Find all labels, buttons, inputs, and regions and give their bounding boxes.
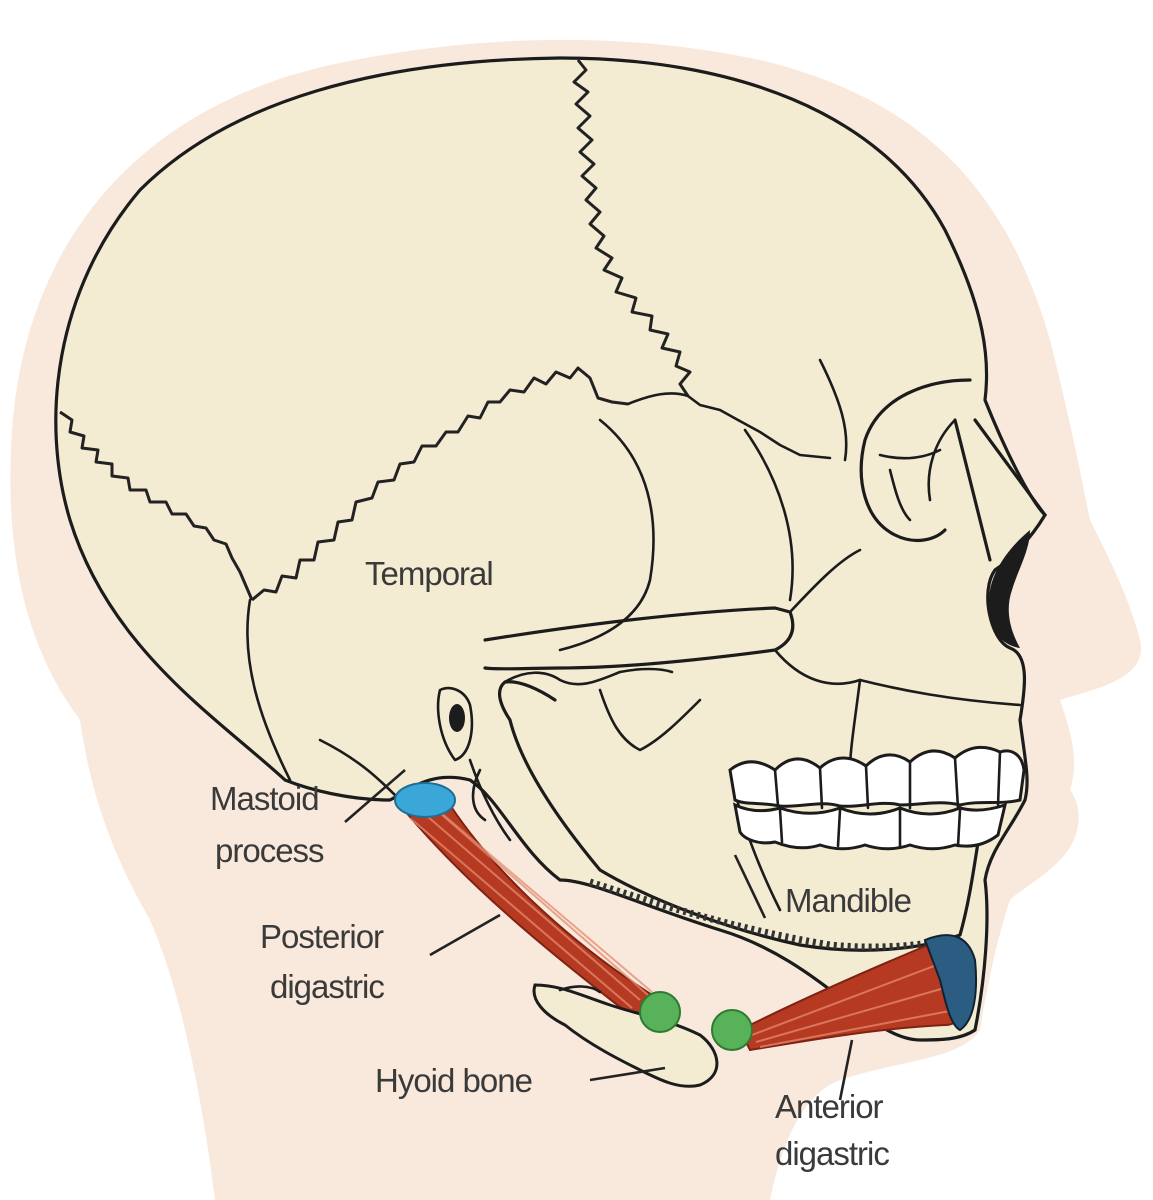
posterior-leader bbox=[429, 913, 501, 957]
teeth bbox=[728, 745, 1026, 851]
mandible bbox=[497, 680, 982, 952]
label-mastoid-1: Mastoid bbox=[210, 780, 319, 817]
hyoid-tendon-loop-left bbox=[639, 991, 681, 1033]
label-anterior-2: digastric bbox=[775, 1135, 889, 1172]
ear-canal bbox=[449, 704, 465, 732]
external-auditory-meatus bbox=[436, 686, 474, 762]
mastoid-leader bbox=[344, 769, 406, 823]
nasal-aperture bbox=[989, 530, 1030, 648]
zygomatic-arch bbox=[483, 606, 795, 671]
label-anterior-1: Anterior bbox=[775, 1088, 884, 1125]
label-posterior-2: digastric bbox=[270, 968, 384, 1005]
orbit-inner bbox=[878, 418, 957, 522]
mandible-ramus bbox=[503, 667, 674, 686]
label-hyoid: Hyoid bone bbox=[375, 1062, 532, 1099]
anterior-leader bbox=[838, 1039, 854, 1101]
lateral-wall-line bbox=[246, 598, 292, 782]
label-mandible: Mandible bbox=[785, 882, 911, 919]
coronal-suture bbox=[572, 59, 692, 397]
nasal-bone bbox=[953, 418, 1047, 562]
anterior-digastric bbox=[738, 934, 978, 1052]
hyoid-horn bbox=[558, 985, 602, 994]
lambdoid-suture bbox=[59, 410, 254, 601]
label-temporal: Temporal bbox=[365, 555, 493, 592]
mandible-leader bbox=[733, 854, 767, 919]
mastoid-attachment bbox=[394, 782, 456, 818]
styloid-process bbox=[468, 758, 512, 842]
sphenoid-suture bbox=[626, 392, 832, 460]
zygomatic-bone bbox=[773, 548, 862, 686]
hyoid-leader bbox=[589, 1066, 666, 1082]
hyoid-bone bbox=[532, 983, 719, 1088]
label-mastoid-2: process bbox=[215, 832, 324, 869]
label-posterior-1: Posterior bbox=[260, 918, 384, 955]
orbit bbox=[859, 378, 972, 543]
chin-attachment bbox=[923, 934, 978, 1032]
mylohyoid-line bbox=[588, 878, 951, 951]
greater-wing-line bbox=[743, 428, 794, 602]
tooth-dividers bbox=[773, 750, 1002, 848]
lower-teeth bbox=[732, 802, 1008, 851]
occipital-lower bbox=[318, 738, 402, 802]
sphenoid-outline bbox=[558, 418, 655, 652]
hyoid-tendon-loop-right bbox=[711, 1009, 753, 1051]
squamosal-suture bbox=[251, 366, 629, 602]
coronoid-process bbox=[598, 688, 702, 752]
frontal-process-line bbox=[818, 358, 848, 462]
